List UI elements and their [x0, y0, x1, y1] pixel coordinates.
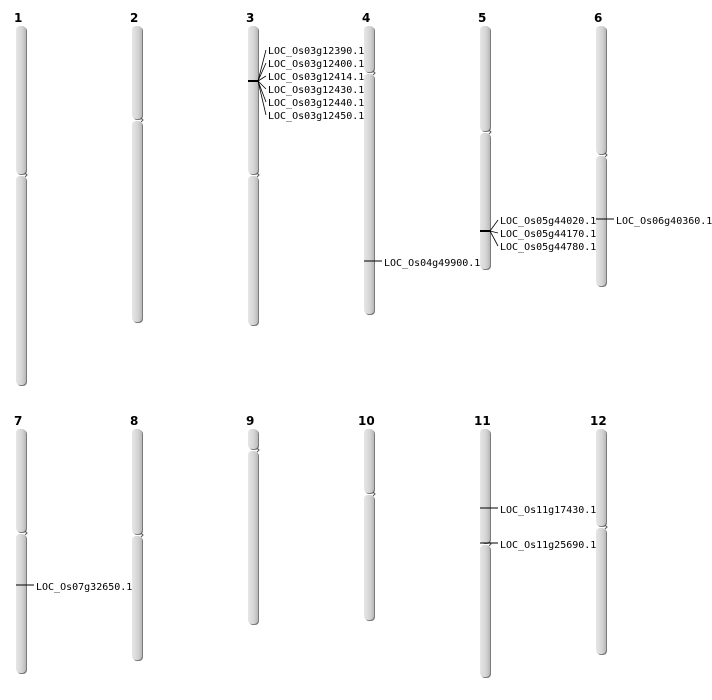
gene-label: LOC_Os11g25690.1 — [500, 540, 596, 551]
chromosome-number: 4 — [362, 11, 370, 25]
gene-label: LOC_Os03g12430.1 — [268, 85, 364, 96]
gene-label: LOC_Os05g44020.1 — [500, 216, 596, 227]
short-arm — [248, 26, 258, 174]
centromere — [24, 172, 28, 178]
gene-connector — [257, 80, 267, 116]
gene-label: LOC_Os04g49900.1 — [384, 258, 480, 269]
short-arm — [480, 429, 490, 543]
gene-label: LOC_Os11g17430.1 — [500, 505, 596, 516]
short-arm — [364, 26, 374, 72]
short-arm — [596, 429, 606, 526]
centromere — [140, 117, 144, 123]
chromosome-8: 8 — [130, 414, 144, 661]
long-arm — [132, 536, 142, 660]
chromosome-12: 12 — [590, 414, 608, 655]
short-arm — [16, 26, 26, 174]
chromosome-1: 1 — [14, 11, 28, 386]
long-arm — [364, 74, 374, 314]
gene-connector — [489, 230, 499, 247]
centromere — [604, 152, 608, 158]
centromere — [24, 530, 28, 536]
gene-label: LOC_Os03g12440.1 — [268, 98, 364, 109]
chromosome-number: 3 — [246, 11, 254, 25]
chromosome-number: 7 — [14, 414, 22, 428]
gene-label: LOC_Os03g12390.1 — [268, 46, 364, 57]
chromosome-5: 5LOC_Os05g44020.1LOC_Os05g44170.1LOC_Os0… — [478, 11, 596, 270]
long-arm — [248, 451, 258, 624]
short-arm — [480, 26, 490, 131]
centromere — [372, 491, 376, 497]
long-arm — [596, 156, 606, 286]
chromosome-number: 2 — [130, 11, 138, 25]
gene-label: LOC_Os07g32650.1 — [36, 582, 132, 593]
chromosome-10: 10 — [358, 414, 376, 621]
chromosome-number: 8 — [130, 414, 138, 428]
gene-label: LOC_Os03g12450.1 — [268, 111, 364, 122]
chromosome-number: 11 — [474, 414, 491, 428]
gene-connector — [257, 80, 267, 90]
long-arm — [480, 545, 490, 677]
gene-connector — [257, 49, 267, 82]
short-arm — [364, 429, 374, 493]
chromosome-2: 2 — [130, 11, 144, 323]
long-arm — [16, 176, 26, 385]
chromosome-number: 6 — [594, 11, 602, 25]
long-arm — [132, 121, 142, 322]
chromosome-number: 12 — [590, 414, 607, 428]
long-arm — [596, 528, 606, 654]
short-arm — [16, 429, 26, 532]
chromosome-3: 3LOC_Os03g12390.1LOC_Os03g12400.1LOC_Os0… — [246, 11, 364, 326]
chromosome-number: 1 — [14, 11, 22, 25]
chromosome-9: 9 — [246, 414, 260, 625]
gene-label: LOC_Os05g44170.1 — [500, 229, 596, 240]
short-arm — [132, 26, 142, 119]
gene-label: LOC_Os03g12400.1 — [268, 59, 364, 70]
centromere — [256, 447, 260, 453]
centromere — [140, 532, 144, 538]
chromosome-number: 10 — [358, 414, 375, 428]
short-arm — [596, 26, 606, 154]
long-arm — [248, 176, 258, 325]
short-arm — [132, 429, 142, 534]
chromosome-number: 5 — [478, 11, 486, 25]
chromosome-number: 9 — [246, 414, 254, 428]
centromere — [488, 129, 492, 135]
centromere — [256, 172, 260, 178]
gene-label: LOC_Os06g40360.1 — [616, 216, 712, 227]
gene-connector — [257, 62, 267, 82]
long-arm — [364, 495, 374, 620]
gene-connector — [257, 75, 267, 82]
gene-connector — [257, 80, 267, 103]
gene-label: LOC_Os05g44780.1 — [500, 242, 596, 253]
gene-label: LOC_Os03g12414.1 — [268, 72, 364, 83]
short-arm — [248, 429, 258, 449]
centromere — [372, 70, 376, 76]
long-arm — [480, 133, 490, 269]
centromere — [604, 524, 608, 530]
long-arm — [16, 534, 26, 673]
gene-connector — [489, 230, 499, 234]
gene-connector — [489, 219, 499, 232]
